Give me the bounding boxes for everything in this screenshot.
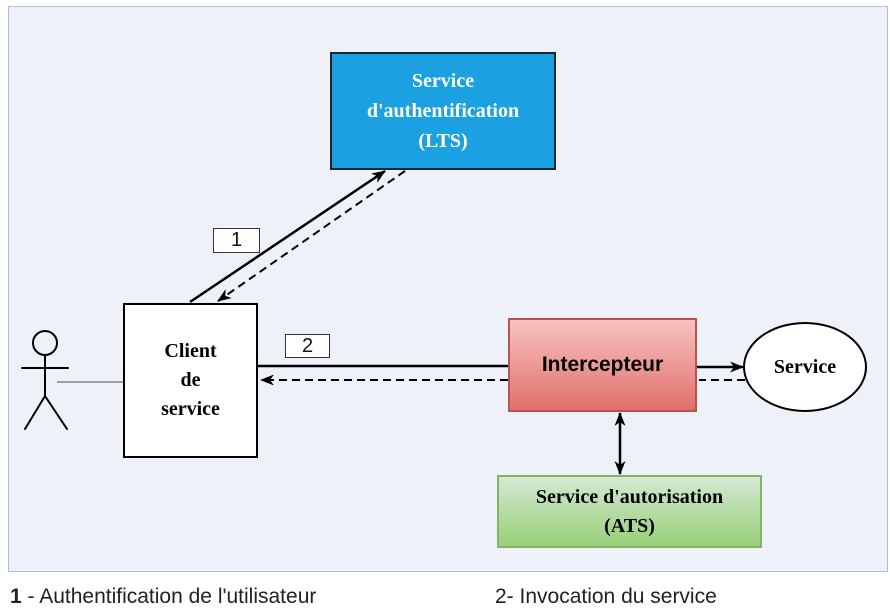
legend-item-1-text: - Authentification de l'utilisateur bbox=[21, 585, 317, 608]
edge-lts-to-client-dashed bbox=[217, 170, 406, 302]
ats-label-line-2: (ATS) bbox=[604, 514, 655, 537]
lts-label-line-1: Service bbox=[411, 70, 475, 92]
service-node: Service bbox=[743, 322, 867, 412]
interceptor-node: Intercepteur bbox=[508, 318, 697, 412]
lts-label-line-2: d'authentification bbox=[366, 100, 520, 122]
legend-item-1-number: 1 bbox=[10, 585, 22, 608]
client-node: Client de service bbox=[123, 303, 258, 458]
client-label-line-1: Client bbox=[164, 340, 217, 362]
step-2-label: 2 bbox=[285, 334, 330, 358]
actor-right-leg bbox=[44, 395, 68, 430]
interceptor-label: Intercepteur bbox=[541, 353, 664, 376]
actor-head bbox=[32, 330, 58, 356]
client-label-line-3: service bbox=[161, 398, 220, 420]
legend-item-2: 2- Invocation du service bbox=[495, 585, 717, 609]
step-1-label: 1 bbox=[213, 228, 260, 253]
legend-item-1: 1 - Authentification de l'utilisateur bbox=[10, 585, 316, 609]
client-label-line-2: de bbox=[180, 369, 201, 391]
ats-label-line-1: Service d'autorisation bbox=[535, 485, 724, 508]
legend-item-2-text: 2- Invocation du service bbox=[495, 585, 717, 608]
lts-label-line-3: (LTS) bbox=[418, 130, 468, 152]
service-label: Service bbox=[773, 355, 837, 378]
user-actor-icon bbox=[21, 330, 69, 430]
actor-left-leg bbox=[24, 395, 46, 430]
lts-node: Service d'authentification (LTS) bbox=[330, 52, 556, 170]
edge-client-to-lts bbox=[189, 169, 386, 304]
ats-node: Service d'autorisation (ATS) bbox=[497, 475, 762, 548]
